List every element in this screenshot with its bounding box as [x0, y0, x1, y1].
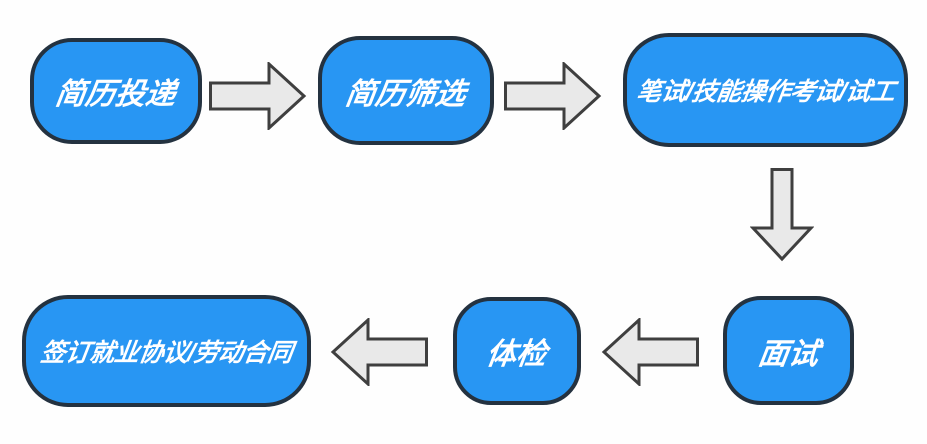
arrow-left-icon [330, 318, 428, 386]
node-resume-submission: 简历投递 [30, 38, 202, 144]
node-resume-screening: 简历筛选 [318, 36, 494, 145]
node-sign-agreement-label: 签订就业协议/劳动合同 [38, 339, 294, 367]
node-physical-exam-label: 体检 [484, 338, 549, 371]
arrow-left-icon [601, 318, 699, 386]
arrow-down-icon [750, 168, 814, 262]
node-interview-label: 面试 [755, 337, 821, 371]
arrow-right-icon [504, 62, 602, 130]
arrow-right-icon [209, 62, 307, 130]
node-resume-submission-label: 简历投递 [53, 78, 178, 111]
node-physical-exam: 体检 [453, 297, 581, 405]
node-interview: 面试 [723, 296, 854, 405]
node-written-skill-test: 笔试/技能操作考试/试工 [623, 33, 908, 147]
node-resume-screening-label: 简历筛选 [343, 77, 468, 111]
node-sign-agreement: 签订就业协议/劳动合同 [22, 295, 311, 407]
node-written-skill-test-label: 笔试/技能操作考试/试工 [634, 78, 897, 106]
